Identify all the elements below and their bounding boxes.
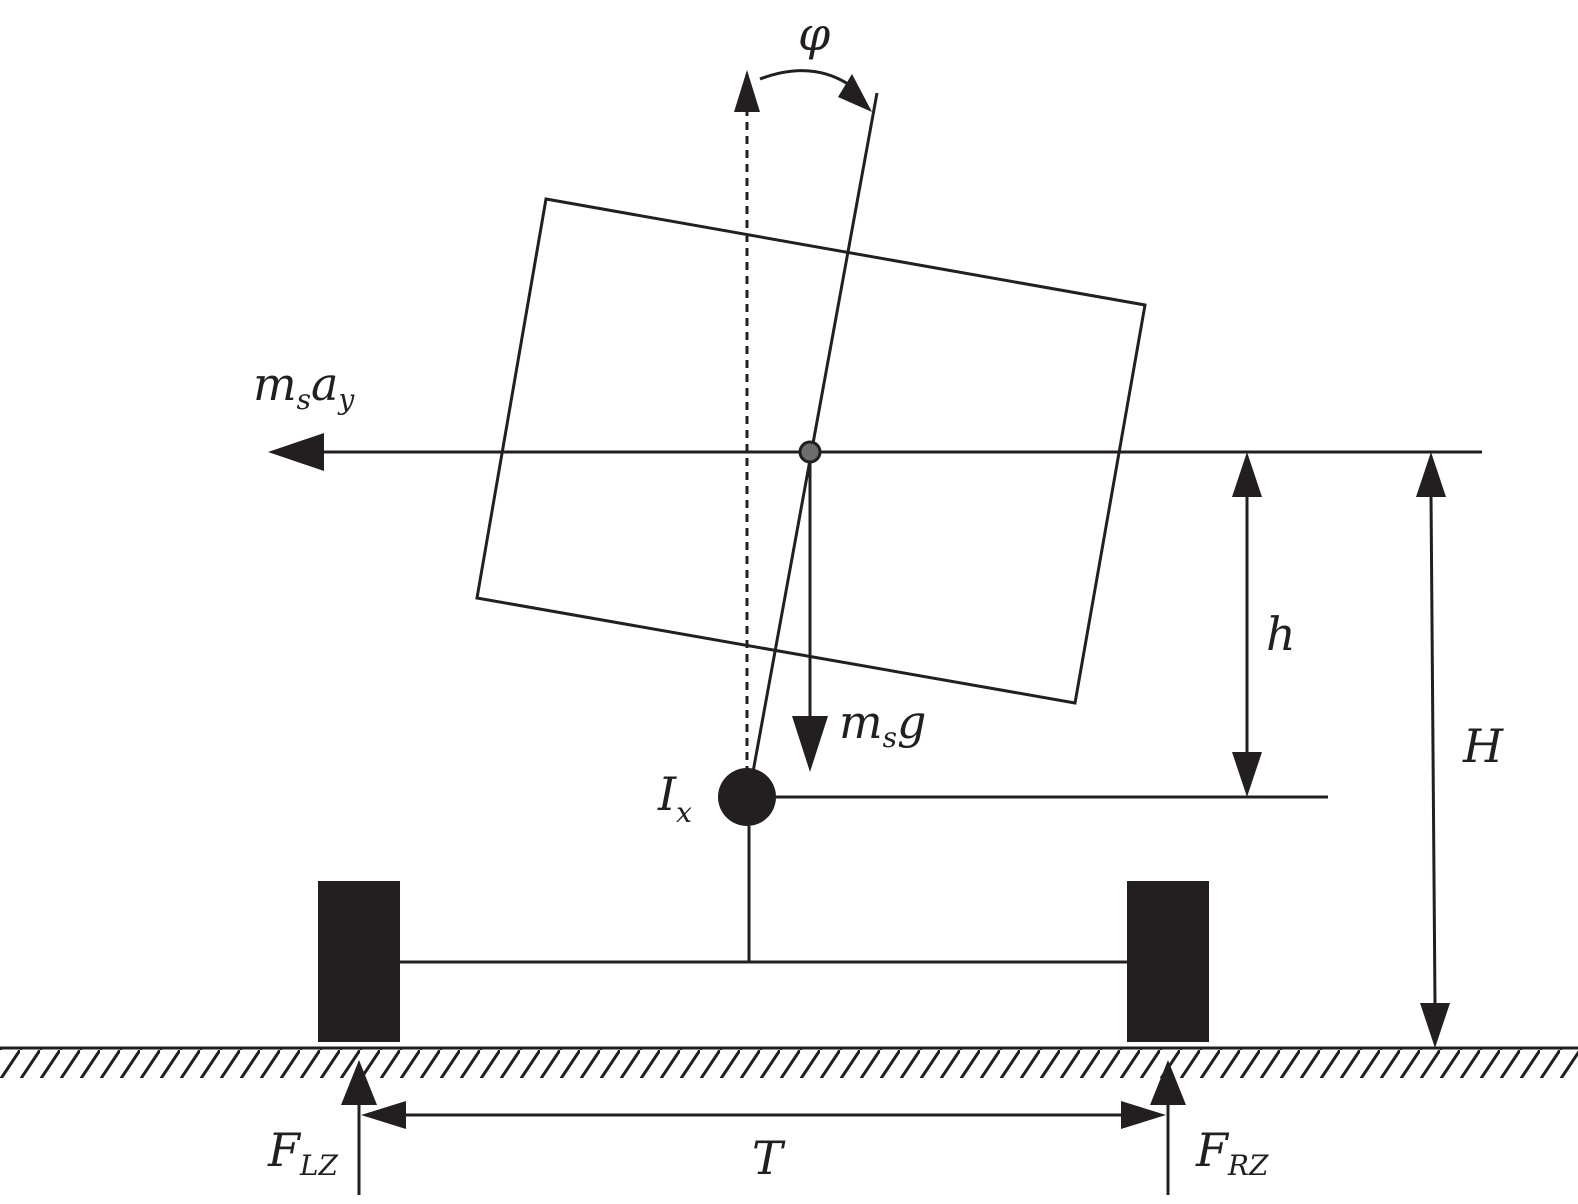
- left-wheel: [318, 881, 400, 1042]
- roll-center-dot: [718, 768, 776, 826]
- right-normal-force-label: FRZ: [1195, 1123, 1269, 1182]
- gravity-force-label: msg: [839, 695, 926, 754]
- T-dimension: [361, 1101, 1166, 1129]
- lateral-force-label: msay: [253, 357, 355, 416]
- ground: [0, 1046, 1578, 1078]
- vertical-reference-arrowhead: [734, 70, 760, 112]
- roll-angle-arrowhead: [838, 74, 872, 112]
- center-of-gravity-marker: [798, 440, 822, 464]
- H-label: H: [1462, 719, 1504, 773]
- track-width-label: T: [752, 1131, 786, 1185]
- lateral-force-arrowhead: [268, 433, 324, 471]
- h-dimension: [1232, 452, 1262, 797]
- right-normal-force: [1150, 1060, 1186, 1195]
- left-normal-force: [341, 1060, 377, 1195]
- roll-inertia-label: Ix: [657, 767, 692, 829]
- vehicle-body: [475, 197, 1147, 705]
- roll-angle-arc: [759, 69, 849, 86]
- right-wheel: [1127, 881, 1209, 1042]
- roll-angle-label: φ: [798, 7, 831, 61]
- left-normal-force-label: FLZ: [267, 1123, 339, 1182]
- H-dimension: [1416, 452, 1450, 1048]
- gravity-force-arrowhead: [792, 716, 828, 772]
- body-axis-line: [751, 92, 879, 773]
- h-label: h: [1266, 607, 1296, 661]
